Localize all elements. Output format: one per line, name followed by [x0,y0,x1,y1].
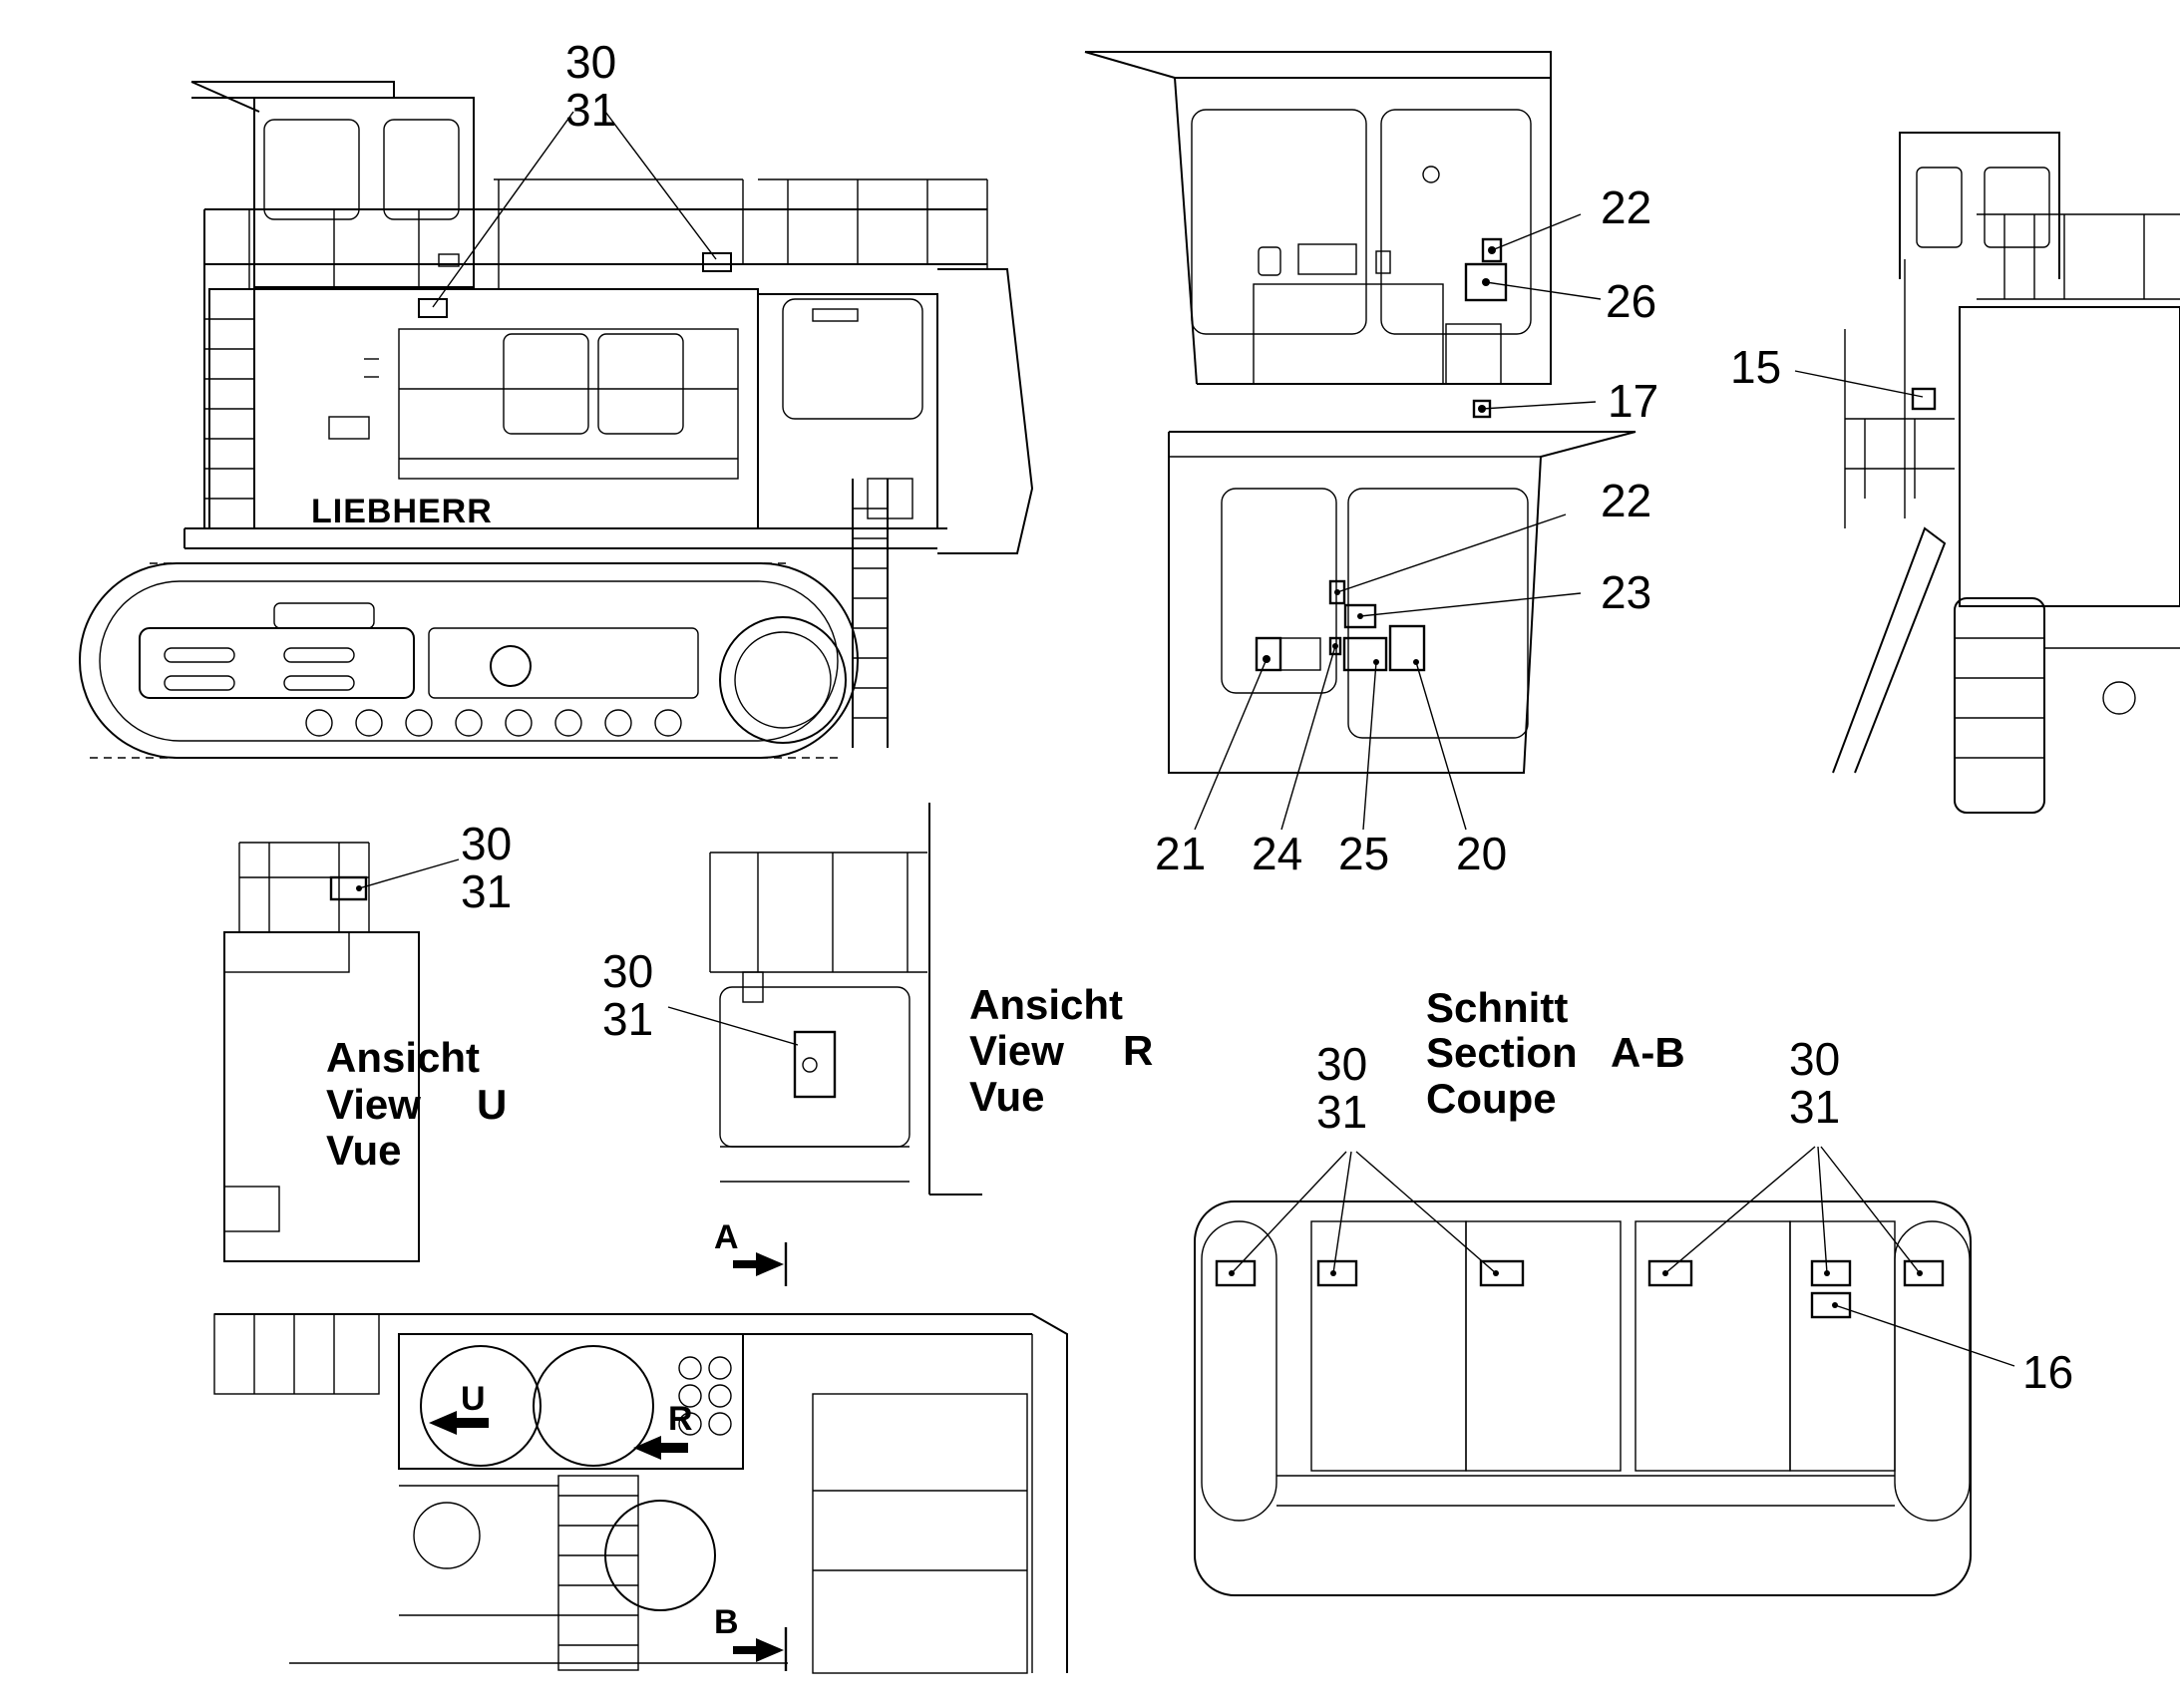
callout-31-section-left: 31 [1316,1086,1367,1138]
section-label-en: Section [1426,1029,1578,1076]
callout-30-section-left: 30 [1316,1038,1367,1090]
callout-24-cab: 24 [1252,828,1302,879]
section-a-b-view: Schnitt Section A-B Coupe 30 3 [1194,984,2073,1596]
callout-31-section-right: 31 [1789,1081,1840,1133]
excavator-front-side-view: 15 [1730,132,2180,814]
callout-31-view-u: 31 [461,865,512,917]
callout-23-cab: 23 [1601,566,1651,618]
callout-30-view-r: 30 [602,945,653,997]
view-u-label-fr: Vue [326,1127,401,1174]
view-r-label-fr: Vue [969,1073,1044,1120]
excavator-plan-view: U R A B [213,1218,1068,1674]
callout-16-section: 16 [2022,1346,2073,1398]
callout-21-cab: 21 [1155,828,1206,879]
cab-interior-lower-view: 22 23 21 24 25 20 [1155,431,1651,879]
view-r-label-de: Ansicht [969,981,1123,1028]
view-r-detail: 30 31 Ansicht View R Vue [602,803,1153,1196]
callout-22-cab-lower: 22 [1601,475,1651,526]
view-r-letter: R [1123,1027,1153,1074]
callout-30-main: 30 [565,36,616,88]
view-r-marker: R [668,1400,693,1438]
view-u-letter: U [477,1081,507,1128]
view-u-label-de: Ansicht [326,1034,480,1081]
section-label-de: Schnitt [1426,984,1568,1031]
section-marker-b: B [714,1603,739,1641]
section-marker-a: A [714,1218,739,1256]
view-u-detail: 30 31 Ansicht View U Vue [223,818,512,1262]
excavator-side-view: LIEBHERR [79,36,1034,759]
callout-15-side: 15 [1730,341,1781,393]
callout-30-view-u: 30 [461,818,512,869]
view-r-label-en: View [969,1027,1064,1074]
callout-17-cab: 17 [1608,375,1658,427]
callout-26-cab: 26 [1606,275,1656,327]
callout-20-cab: 20 [1456,828,1507,879]
callout-31-view-r: 31 [602,993,653,1045]
callout-25-cab: 25 [1338,828,1389,879]
callout-22-cab-upper: 22 [1601,181,1651,233]
section-label-fr: Coupe [1426,1075,1557,1122]
callout-31-main: 31 [565,84,616,136]
callout-30-section-right: 30 [1789,1033,1840,1085]
cab-interior-upper-view: 22 26 17 [1084,51,1658,427]
section-letter: A-B [1611,1029,1685,1076]
view-u-label-en: View [326,1081,421,1128]
view-u-marker: U [461,1380,486,1418]
brand-lettering: LIEBHERR [311,493,493,530]
